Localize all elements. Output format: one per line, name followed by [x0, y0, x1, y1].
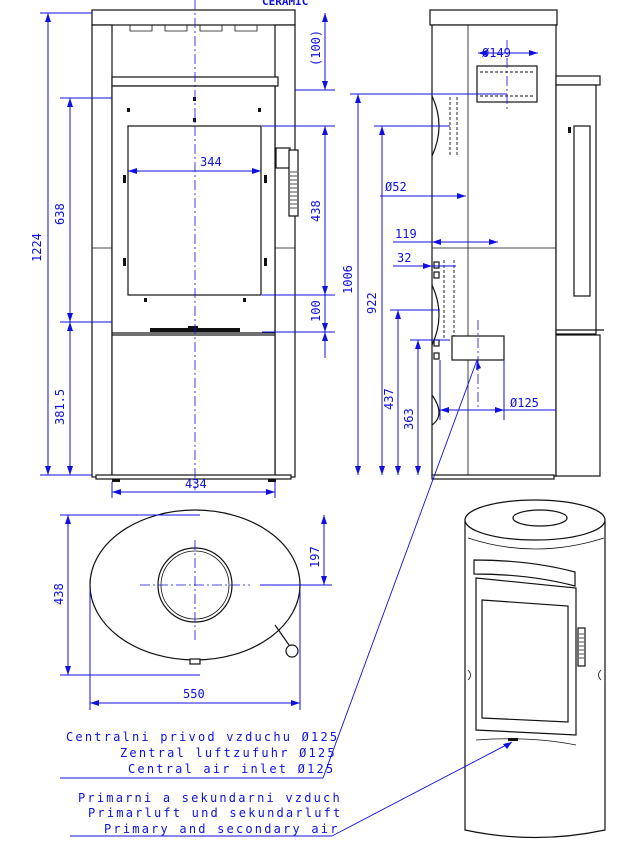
dim-550: 550: [183, 687, 205, 701]
top-view: 438 197 550: [52, 509, 332, 710]
front-top-plate: [91, 9, 296, 26]
note-central-cz: Centralni privod vzduchu Ø125: [66, 730, 339, 744]
top-handle-knob: [285, 644, 299, 658]
brand-label: CERAMIC: [262, 0, 308, 8]
dim-125: Ø125: [510, 396, 539, 410]
door-handle: [288, 149, 299, 217]
dim-32: 32: [397, 251, 411, 265]
note-primary-en: Primary and secondary air: [104, 822, 340, 836]
front-right-column: [274, 24, 296, 478]
stove-3d-handle: [577, 627, 586, 667]
side-deck: [555, 75, 601, 86]
front-lower-panel: [111, 334, 276, 477]
stove-3d-top: [464, 499, 606, 541]
stove-3d-glass: [481, 599, 569, 723]
front-left-column: [91, 24, 113, 478]
dim-52: Ø52: [385, 180, 407, 194]
dim-381-5: 381.5: [53, 389, 67, 425]
dim-363: 363: [402, 408, 416, 430]
dim-1224: 1224: [30, 233, 44, 262]
front-view: CERAMIC: [30, 0, 335, 498]
side-top-plate: [429, 9, 558, 26]
dim-438: 438: [309, 200, 323, 222]
side-lower-panel: [555, 334, 601, 477]
note-central-en: Central air inlet Ø125: [128, 762, 335, 776]
front-glass: [127, 125, 262, 296]
dim-100-top: (100): [309, 30, 323, 66]
leader-central-air: [322, 359, 478, 779]
front-base: [95, 474, 292, 480]
dim-434: 434: [185, 477, 207, 491]
notes: Centralni privod vzduchu Ø125 Zentral lu…: [66, 730, 342, 836]
dim-344: 344: [200, 155, 222, 169]
dim-197: 197: [308, 546, 322, 568]
stove-3d-deck: [473, 559, 576, 587]
dim-100-bottom: 100: [309, 300, 323, 322]
dim-437: 437: [382, 388, 396, 410]
dim-119: 119: [395, 227, 417, 241]
handle-bracket: [275, 147, 291, 169]
dim-638: 638: [53, 203, 67, 225]
perspective-view: [464, 499, 606, 839]
dim-1006: 1006: [341, 265, 355, 294]
leader-primary-air: [331, 741, 513, 837]
side-view: Ø149 1006 922 Ø52 119 32 437 363 Ø125: [341, 9, 604, 480]
side-glass: [573, 125, 591, 297]
dim-top-438: 438: [52, 583, 66, 605]
dim-922: 922: [365, 292, 379, 314]
note-primary-de: Primarluft und sekundarluft: [88, 806, 342, 820]
note-primary-cz: Primarni a sekundarni vzduch: [78, 791, 342, 805]
dim-149: Ø149: [482, 46, 511, 60]
note-central-de: Zentral luftzufuhr Ø125: [120, 746, 337, 760]
